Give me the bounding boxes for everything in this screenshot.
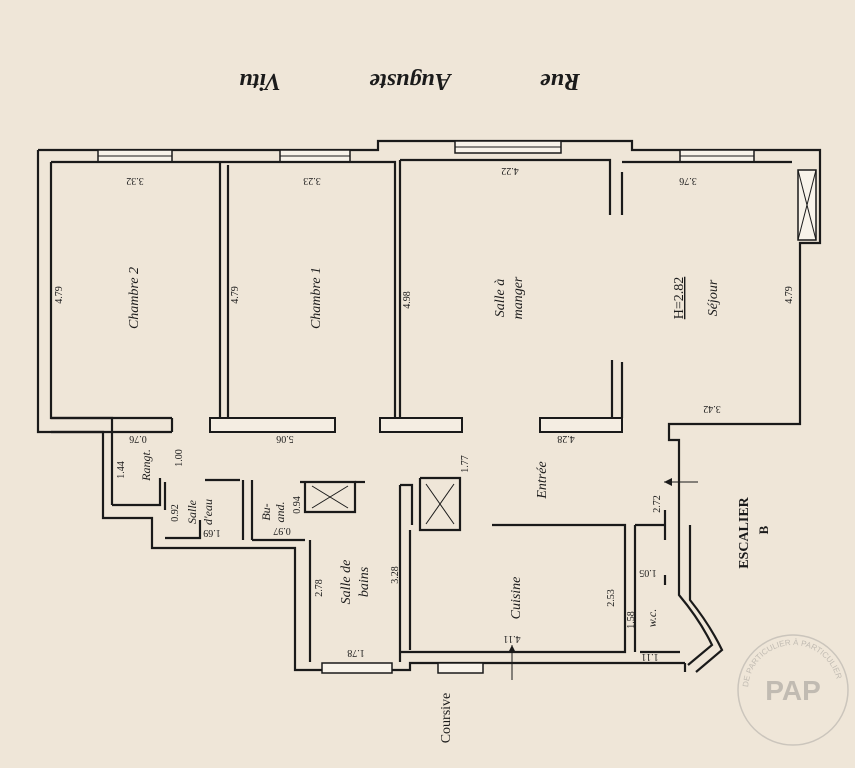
street-word-auguste: Auguste (369, 68, 453, 94)
dim-label: 1.05 (639, 567, 657, 578)
dim-label: 2.53 (606, 589, 617, 607)
room-chambre2: Chambre 2 (127, 267, 142, 329)
dimension-labels: 3.32 3.23 4.22 3.76 4.79 4.79 4.98 4.79 … (54, 165, 795, 662)
wall-south-chambre1 (209, 417, 336, 433)
dim-label: 1.78 (347, 647, 365, 658)
watermark-ring (737, 634, 849, 746)
room-labels: Chambre 2 Chambre 1 Salle à manger Séjou… (127, 267, 771, 743)
street-word-rue: Rue (540, 68, 581, 94)
window-cross (797, 169, 817, 241)
dim-label: 4.79 (784, 286, 795, 304)
room-salle-eau-line1: Salle (185, 499, 199, 524)
dim-label: 1.44 (116, 461, 127, 479)
watermark-logo: PAP (765, 675, 821, 706)
wall-duct-cuisine (418, 476, 462, 532)
dim-label: 0.94 (292, 496, 303, 514)
wall-south-salle (379, 417, 463, 433)
outer-wall-north (38, 139, 822, 525)
stair-curved-wall (677, 525, 714, 666)
entry-arrow-head (664, 478, 672, 486)
duct-cross (311, 485, 349, 509)
window-bains (321, 662, 393, 674)
wall-salle-eau-south (165, 520, 202, 540)
stair-curved-wall-inner (688, 525, 724, 673)
dim-label: 4.11 (503, 633, 520, 644)
dim-label: 1.11 (641, 651, 658, 662)
dim-label: 2.78 (314, 579, 325, 597)
street-word-vitu: Vitu (239, 68, 280, 94)
dim-label: 4.79 (230, 286, 241, 304)
dim-label: 4.22 (501, 165, 519, 176)
dim-label: 5.06 (276, 433, 294, 444)
pap-watermark: DE PARTICULIER À PARTICULIER PAP (737, 634, 849, 746)
room-buanderie-line2: and. (273, 502, 287, 523)
dim-label: 3.28 (390, 566, 401, 584)
duct-cross (425, 483, 455, 525)
dim-label: 4.79 (54, 286, 65, 304)
wall-salle-manger (400, 158, 612, 215)
dim-label: 3.32 (126, 175, 144, 186)
dim-label: 1.69 (203, 527, 221, 538)
wall-duct-bains (300, 480, 357, 514)
wall-south-sejour (539, 417, 623, 433)
window-cuisine (437, 662, 484, 674)
dim-label: 1.00 (174, 449, 185, 467)
dim-label: 0.97 (273, 525, 291, 536)
escalier-label: ESCALIER (737, 496, 752, 568)
dim-label: 1.58 (626, 611, 637, 629)
escalier-letter: B (756, 525, 771, 534)
coursive-label: Coursive (439, 693, 454, 744)
dim-label: 4.28 (557, 433, 575, 444)
wall-rangement (112, 478, 162, 507)
room-chambre1: Chambre 1 (309, 267, 324, 329)
wall-bains-ne (400, 483, 414, 525)
room-salle-manger-line1: Salle à (493, 279, 508, 318)
room-cuisine: Cuisine (509, 577, 524, 620)
dim-label: 0.92 (170, 504, 181, 522)
wall-chambre1-east (380, 160, 397, 418)
room-sejour: Séjour (706, 279, 721, 316)
room-salle-manger-line2: manger (511, 276, 526, 319)
coursive-arrow-head (508, 645, 516, 653)
dim-label: 3.23 (303, 175, 321, 186)
dim-label: 0.76 (129, 433, 147, 444)
dim-label: 4.98 (402, 291, 413, 309)
room-wc: w.c. (645, 609, 659, 627)
room-salle-bains-line1: Salle de (339, 560, 354, 605)
street-name: Rue Auguste Vitu (239, 68, 581, 94)
dim-label: 2.72 (652, 495, 663, 513)
inner-walls (51, 158, 792, 680)
dim-label: 3.42 (703, 403, 721, 414)
room-salle-bains-line2: bains (357, 566, 372, 597)
dim-label: 3.76 (679, 175, 697, 186)
dim-label: 1.77 (460, 455, 471, 473)
outer-walls (36, 139, 822, 673)
windows (97, 140, 817, 674)
room-rangement: Rangt. (139, 449, 153, 482)
room-entree: Entrée (535, 461, 550, 499)
room-buanderie-line1: Bu- (259, 503, 273, 520)
ceiling-height: H=2.82 (672, 277, 687, 320)
room-salle-eau-line2: d'eau (201, 499, 215, 525)
